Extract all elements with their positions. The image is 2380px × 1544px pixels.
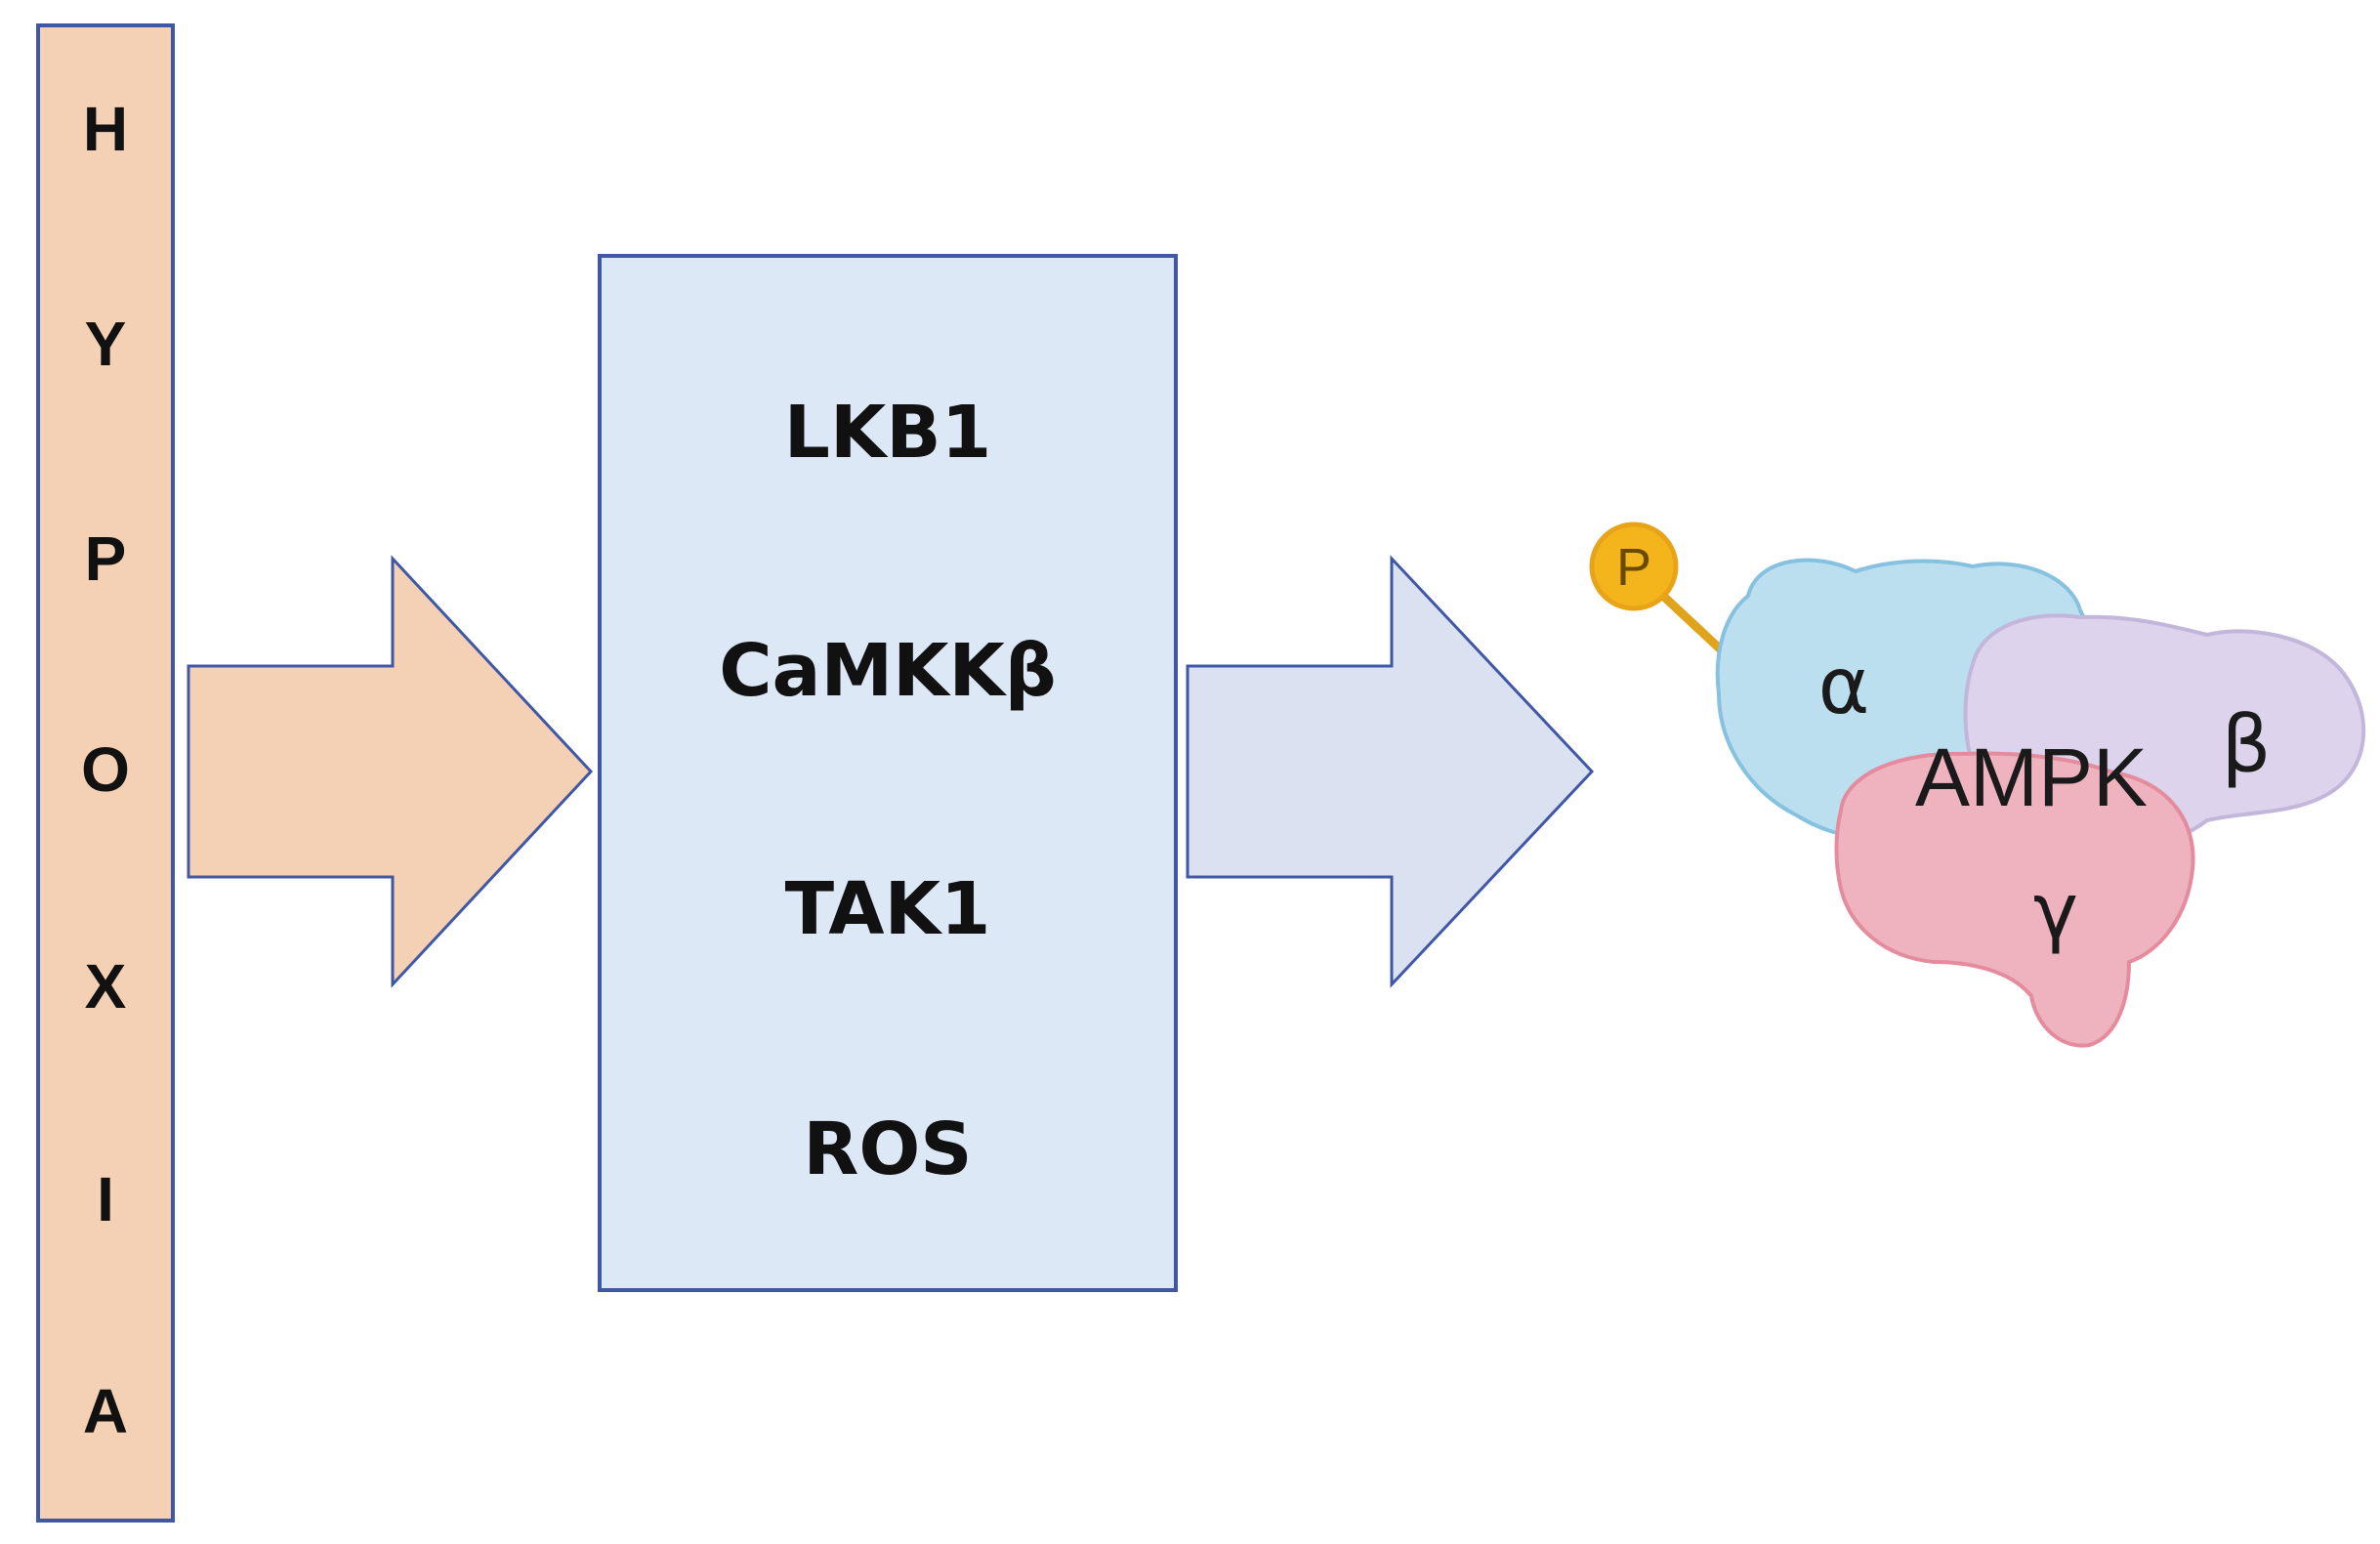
hypoxia-letter-a: A bbox=[82, 1376, 129, 1446]
gamma-label: γ bbox=[2033, 868, 2078, 956]
activator-camkkb: CaMKKβ bbox=[719, 629, 1057, 713]
hypoxia-letter-y: Y bbox=[84, 309, 127, 379]
ampk-complex: P α β γ AMPK bbox=[1589, 522, 2365, 1048]
hypoxia-bar: H Y P O X I A bbox=[36, 23, 175, 1523]
beta-label: β bbox=[2221, 699, 2271, 790]
arrow-hypoxia-to-activators bbox=[187, 555, 594, 988]
hypoxia-letter-x: X bbox=[84, 951, 127, 1022]
gamma-subunit bbox=[1834, 751, 2195, 1048]
alpha-label: α bbox=[1818, 641, 1870, 731]
phosphate-circle bbox=[1589, 522, 1679, 611]
hypoxia-letter-i: I bbox=[97, 1164, 114, 1234]
ampk-label: AMPK bbox=[1915, 731, 2148, 823]
activators-box: LKB1 CaMKKβ TAK1 ROS bbox=[598, 254, 1178, 1292]
hypoxia-letter-o: O bbox=[81, 734, 130, 805]
phosphate-stem bbox=[1660, 593, 1729, 657]
hypoxia-letter-p: P bbox=[84, 523, 127, 594]
activator-tak1: TAK1 bbox=[784, 867, 991, 951]
activator-lkb1: LKB1 bbox=[783, 391, 992, 475]
hypoxia-letter-h: H bbox=[82, 94, 129, 164]
phosphate-label: P bbox=[1616, 538, 1651, 597]
arrow-activators-to-ampk bbox=[1186, 555, 1595, 988]
activator-ros: ROS bbox=[803, 1107, 973, 1191]
